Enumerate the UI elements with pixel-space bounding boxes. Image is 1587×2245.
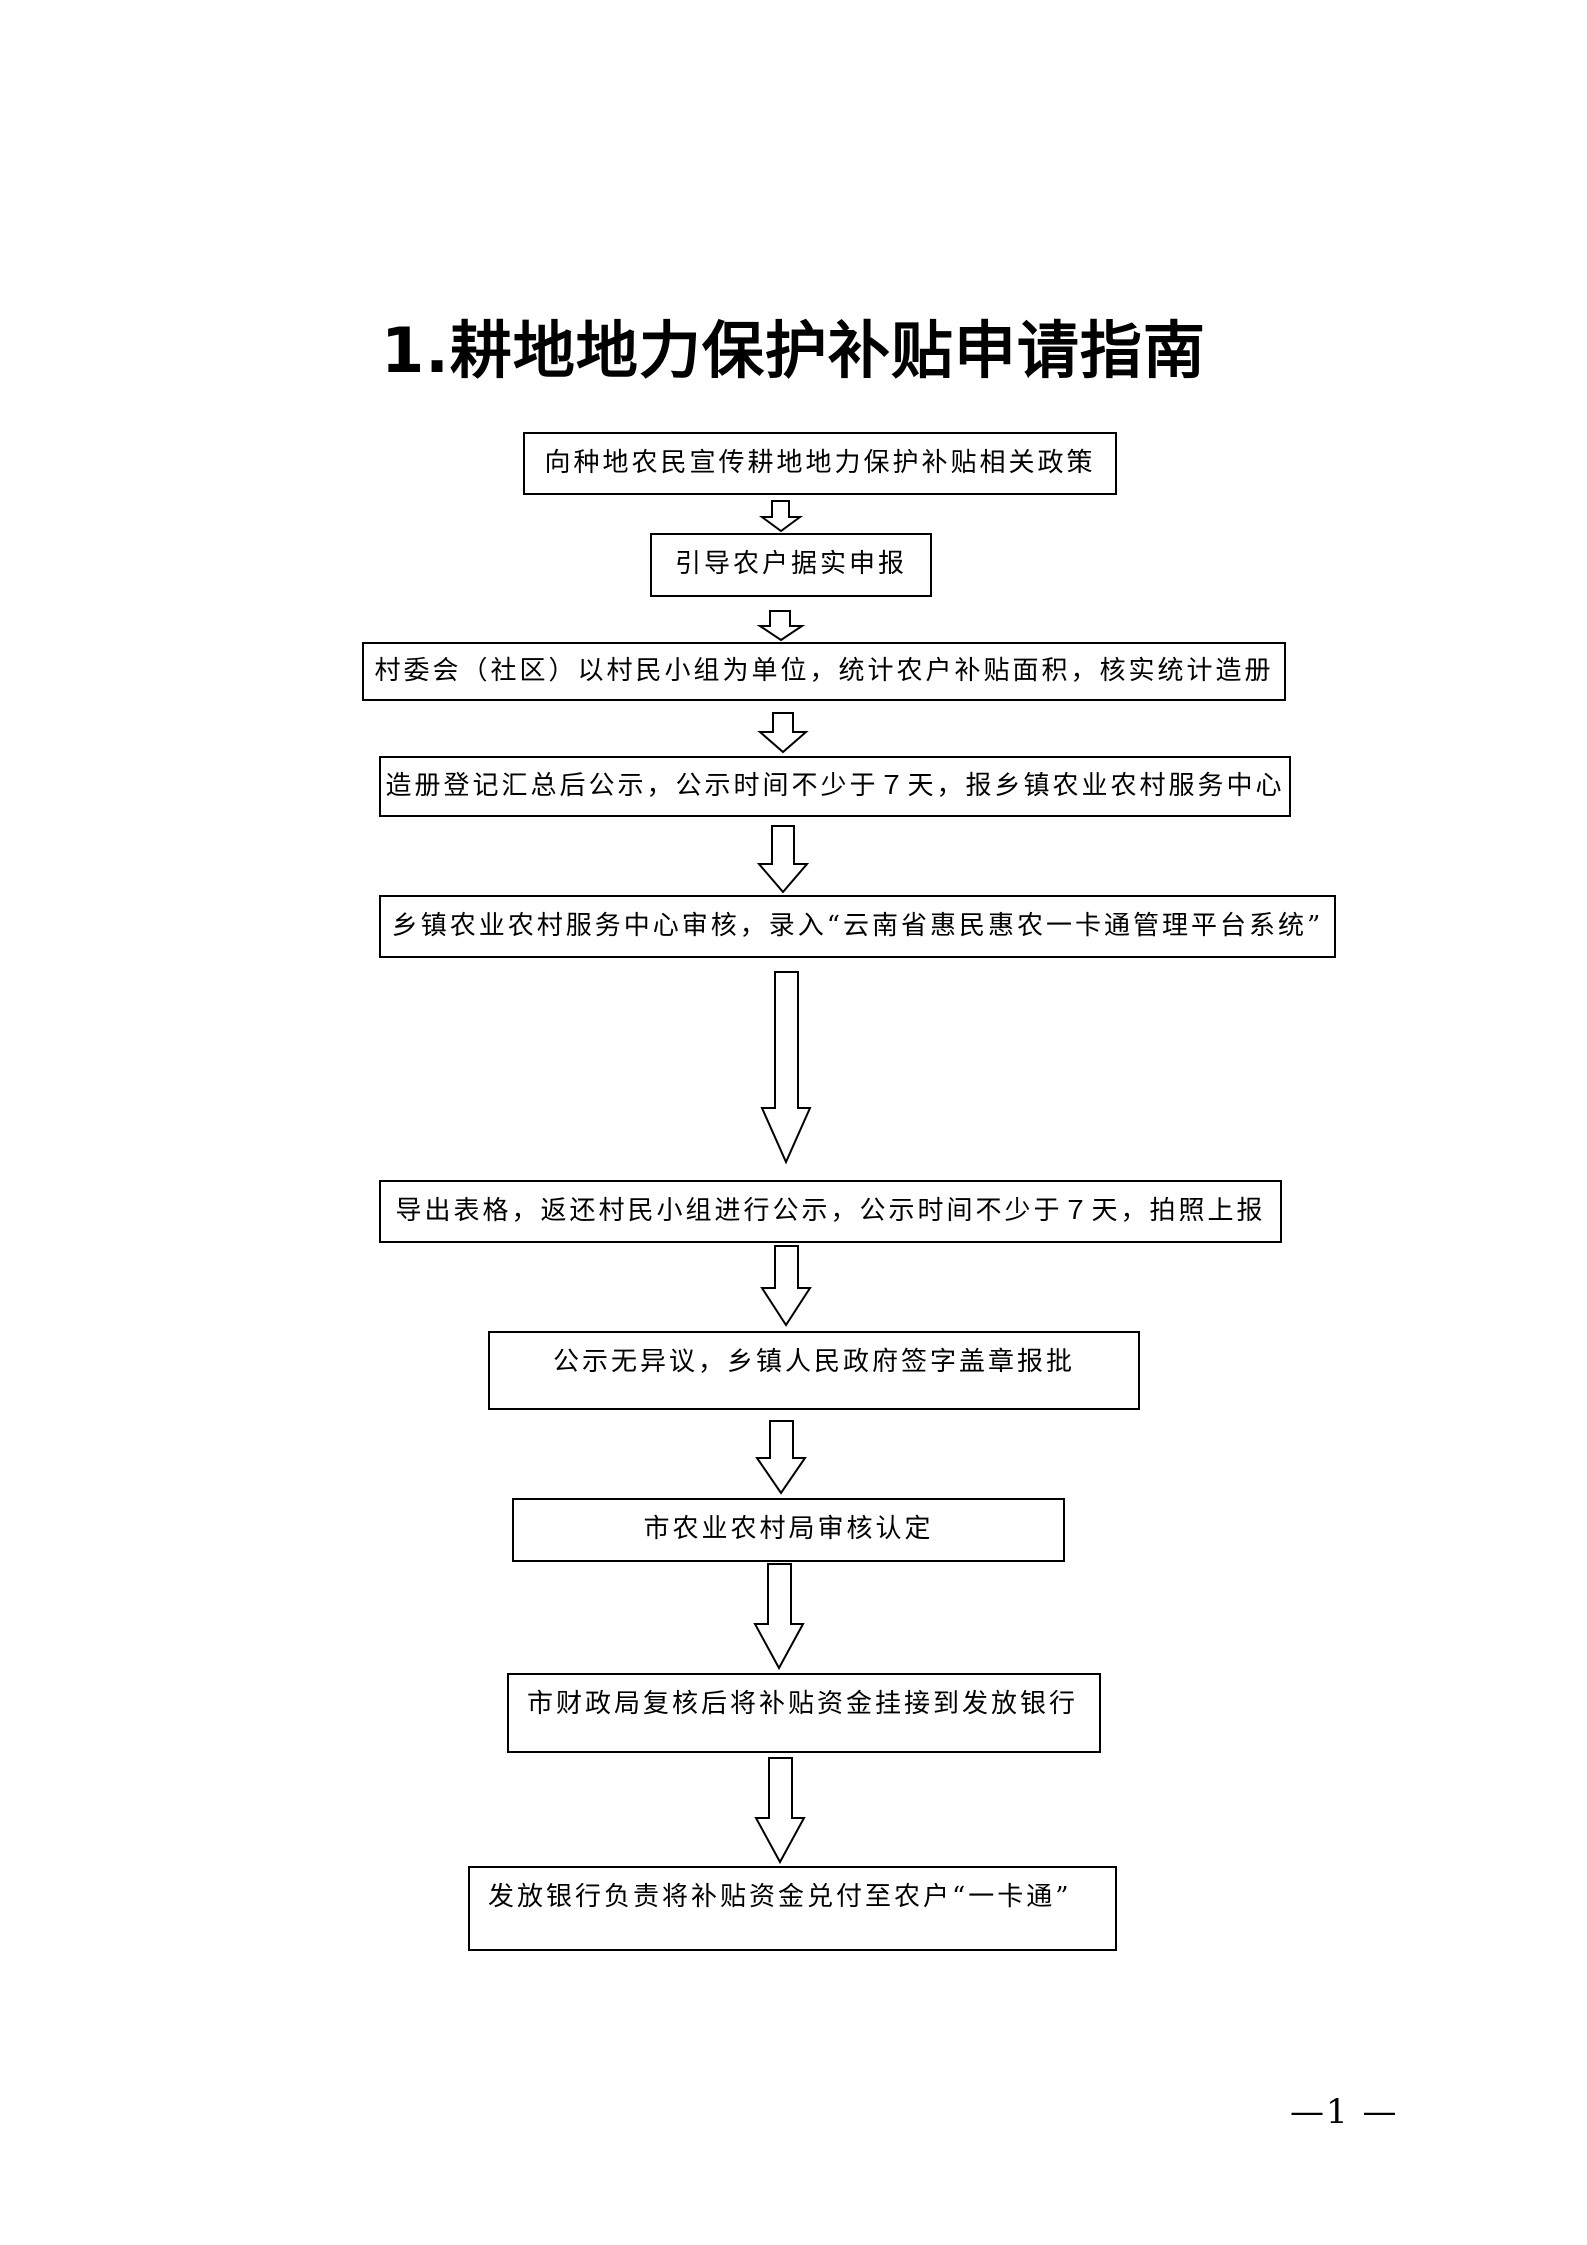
step-1-box: 向种地农民宣传耕地地力保护补贴相关政策	[523, 432, 1117, 495]
step-7-label: 公示无异议，乡镇人民政府签字盖章报批	[552, 1347, 1075, 1377]
down-arrow-1	[758, 500, 804, 533]
down-arrow-7	[755, 1420, 807, 1495]
step-8-label: 市农业农村局审核认定	[643, 1514, 934, 1545]
step-6-box: 导出表格，返还村民小组进行公示，公示时间不少于７天，拍照上报	[379, 1180, 1282, 1243]
step-8-box: 市农业农村局审核认定	[512, 1498, 1065, 1562]
down-arrow-2	[756, 610, 806, 642]
step-9-label: 市财政局复核后将补贴资金挂接到发放银行	[527, 1689, 1079, 1719]
down-arrow-9	[754, 1757, 806, 1865]
step-7-box: 公示无异议，乡镇人民政府签字盖章报批	[488, 1331, 1140, 1410]
step-6-label: 导出表格，返还村民小组进行公示，公示时间不少于７天，拍照上报	[395, 1195, 1266, 1226]
down-arrow-8	[753, 1563, 805, 1671]
page-number: —1 —	[1290, 2092, 1399, 2132]
down-arrow-3	[757, 712, 809, 754]
page-title: 1.耕地地力保护补贴申请指南	[381, 314, 1206, 387]
step-5-label: 乡镇农业农村服务中心审核，录入“云南省惠民惠农一卡通管理平台系统”	[391, 910, 1324, 941]
down-arrow-6	[760, 1245, 812, 1327]
step-9-box: 市财政局复核后将补贴资金挂接到发放银行	[507, 1673, 1101, 1753]
step-3-box: 村委会（社区）以村民小组为单位，统计农户补贴面积，核实统计造册	[362, 642, 1286, 701]
step-5-box: 乡镇农业农村服务中心审核，录入“云南省惠民惠农一卡通管理平台系统”	[379, 895, 1336, 958]
step-10-label: 发放银行负责将补贴资金兑付至农户“一卡通”	[488, 1882, 1072, 1912]
step-1-label: 向种地农民宣传耕地地力保护补贴相关政策	[544, 447, 1096, 478]
down-arrow-4	[756, 825, 810, 894]
step-2-label: 引导农户据实申报	[674, 549, 907, 580]
step-4-label: 造册登记汇总后公示，公示时间不少于７天，报乡镇农业农村服务中心	[385, 770, 1285, 801]
down-arrow-5	[760, 971, 812, 1165]
step-3-label: 村委会（社区）以村民小组为单位，统计农户补贴面积，核实统计造册	[374, 655, 1274, 686]
step-10-box: 发放银行负责将补贴资金兑付至农户“一卡通”	[468, 1866, 1117, 1951]
step-4-box: 造册登记汇总后公示，公示时间不少于７天，报乡镇农业农村服务中心	[379, 756, 1291, 817]
step-2-box: 引导农户据实申报	[650, 533, 932, 597]
